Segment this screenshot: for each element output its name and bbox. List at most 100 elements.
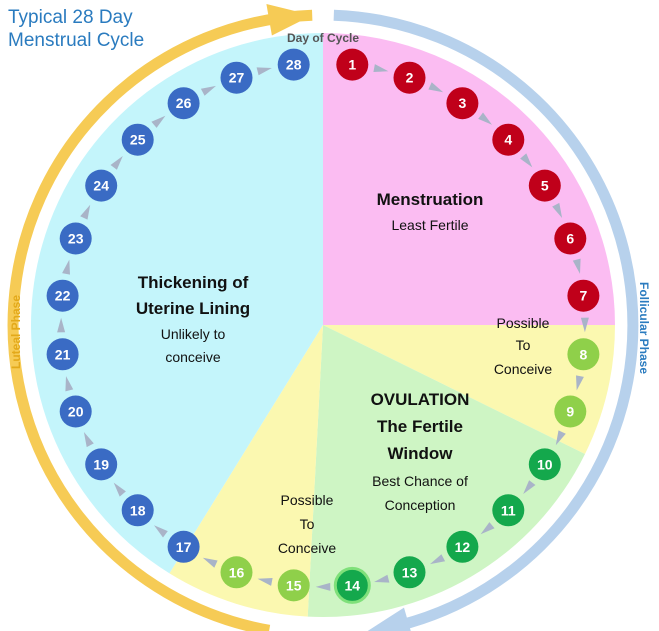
day-connector-arrow [520, 153, 533, 168]
day-marker-22: 22 [46, 279, 79, 312]
day-connector-arrow [154, 525, 168, 538]
day-connector-arrow [80, 204, 91, 220]
day-circle [492, 494, 525, 527]
possible-late-line-2: To [300, 516, 315, 532]
day-circle [220, 61, 253, 94]
thickening-sector [30, 33, 323, 574]
day-connector-arrow [374, 574, 390, 583]
diagram-title: Typical 28 Day Menstrual Cycle [8, 6, 144, 52]
day-connector-arrow [83, 432, 94, 448]
day-number: 10 [537, 456, 553, 472]
day-number: 6 [566, 231, 574, 247]
day-number: 22 [55, 288, 71, 304]
day-circle [492, 123, 525, 156]
day-marker-16: 16 [220, 556, 253, 589]
day-connector-arrow [480, 522, 495, 535]
day-circle [528, 448, 561, 481]
day-circle [528, 169, 561, 202]
day-circle [567, 338, 600, 371]
day-number: 18 [130, 502, 146, 518]
day-marker-11: 11 [492, 494, 525, 527]
luteal-phase-label: Luteal Phase [9, 295, 23, 369]
possible-early-line-3: Conceive [494, 361, 553, 377]
day-number: 23 [68, 231, 84, 247]
day-circle [446, 530, 479, 563]
day-connector-arrow [110, 156, 123, 170]
day-marker-19: 19 [85, 448, 118, 481]
day-connector-arrow [478, 112, 492, 125]
luteal-arrow-head [266, 4, 313, 36]
day-connector-arrow [113, 482, 126, 497]
thickening-line-3: Unlikely to [161, 326, 226, 342]
possible-late-sector [169, 325, 323, 617]
day-circle [220, 556, 253, 589]
day-number: 9 [566, 404, 574, 420]
day-marker-6: 6 [554, 222, 587, 255]
day-number: 8 [580, 346, 588, 362]
day-number: 20 [68, 404, 84, 420]
day-circle [121, 494, 154, 527]
day-marker-24: 24 [85, 169, 118, 202]
day-circle [46, 338, 79, 371]
day-number: 28 [286, 57, 302, 73]
ovulation-line-4: Best Chance of [372, 473, 468, 489]
day-circle [554, 222, 587, 255]
day-marker-23: 23 [59, 222, 92, 255]
day-marker-9: 9 [554, 395, 587, 428]
possible-late-line-3: Conceive [278, 540, 337, 556]
day-circle [59, 395, 92, 428]
day-connector-arrow [256, 67, 272, 76]
ovulation-sector [307, 325, 585, 618]
day-number: 2 [406, 70, 414, 86]
day-marker-25: 25 [121, 123, 154, 156]
day-marker-17: 17 [167, 530, 200, 563]
day-marker-3: 3 [446, 87, 479, 120]
day-marker-26: 26 [167, 87, 200, 120]
day-number: 24 [93, 178, 109, 194]
day-marker-4: 4 [492, 123, 525, 156]
menstruation-subtitle: Least Fertile [391, 217, 468, 233]
day-marker-1: 1 [336, 48, 369, 81]
day-marker-15: 15 [277, 569, 310, 602]
possible-early-line-2: To [516, 337, 531, 353]
day-circle [393, 556, 426, 589]
day-number: 13 [402, 564, 418, 580]
day-markers: 1234567891011121314151617181920212223242… [46, 48, 600, 604]
day-circle [46, 279, 79, 312]
day-marker-12: 12 [446, 530, 479, 563]
day-circle [85, 169, 118, 202]
day-circle [446, 87, 479, 120]
day-of-cycle-label: Day of Cycle [287, 31, 359, 45]
day-circle [167, 87, 200, 120]
day-connectors [57, 64, 589, 591]
day-connector-arrow [257, 578, 273, 586]
day-marker-28: 28 [277, 48, 310, 81]
day-marker-10: 10 [528, 448, 561, 481]
day-circle [59, 222, 92, 255]
day-connector-arrow [580, 317, 589, 333]
day-marker-20: 20 [59, 395, 92, 428]
day-marker-5: 5 [528, 169, 561, 202]
day-circle [167, 530, 200, 563]
day-connector-arrow [576, 375, 584, 391]
day-connector-arrow [555, 430, 566, 446]
day-number: 11 [501, 502, 516, 518]
day-number: 21 [55, 346, 71, 362]
day-number: 16 [229, 564, 245, 580]
day-circle [333, 566, 371, 604]
day-connector-arrow [373, 64, 389, 72]
day-connector-arrow [57, 317, 66, 333]
follicular-arrow-head [367, 607, 411, 631]
day-number: 26 [176, 95, 192, 111]
thickening-line-4: conceive [165, 349, 220, 365]
possible-late-line-1: Possible [281, 492, 334, 508]
day-connector-arrow [572, 258, 581, 274]
day-connector-arrow [523, 480, 536, 494]
ovulation-line-3: Window [388, 444, 454, 463]
menstruation-sector [323, 33, 615, 325]
day-connector-arrow [428, 82, 444, 93]
day-circle [393, 61, 426, 94]
follicular-phase-arc [333, 9, 639, 631]
day-connector-arrow [200, 85, 216, 96]
